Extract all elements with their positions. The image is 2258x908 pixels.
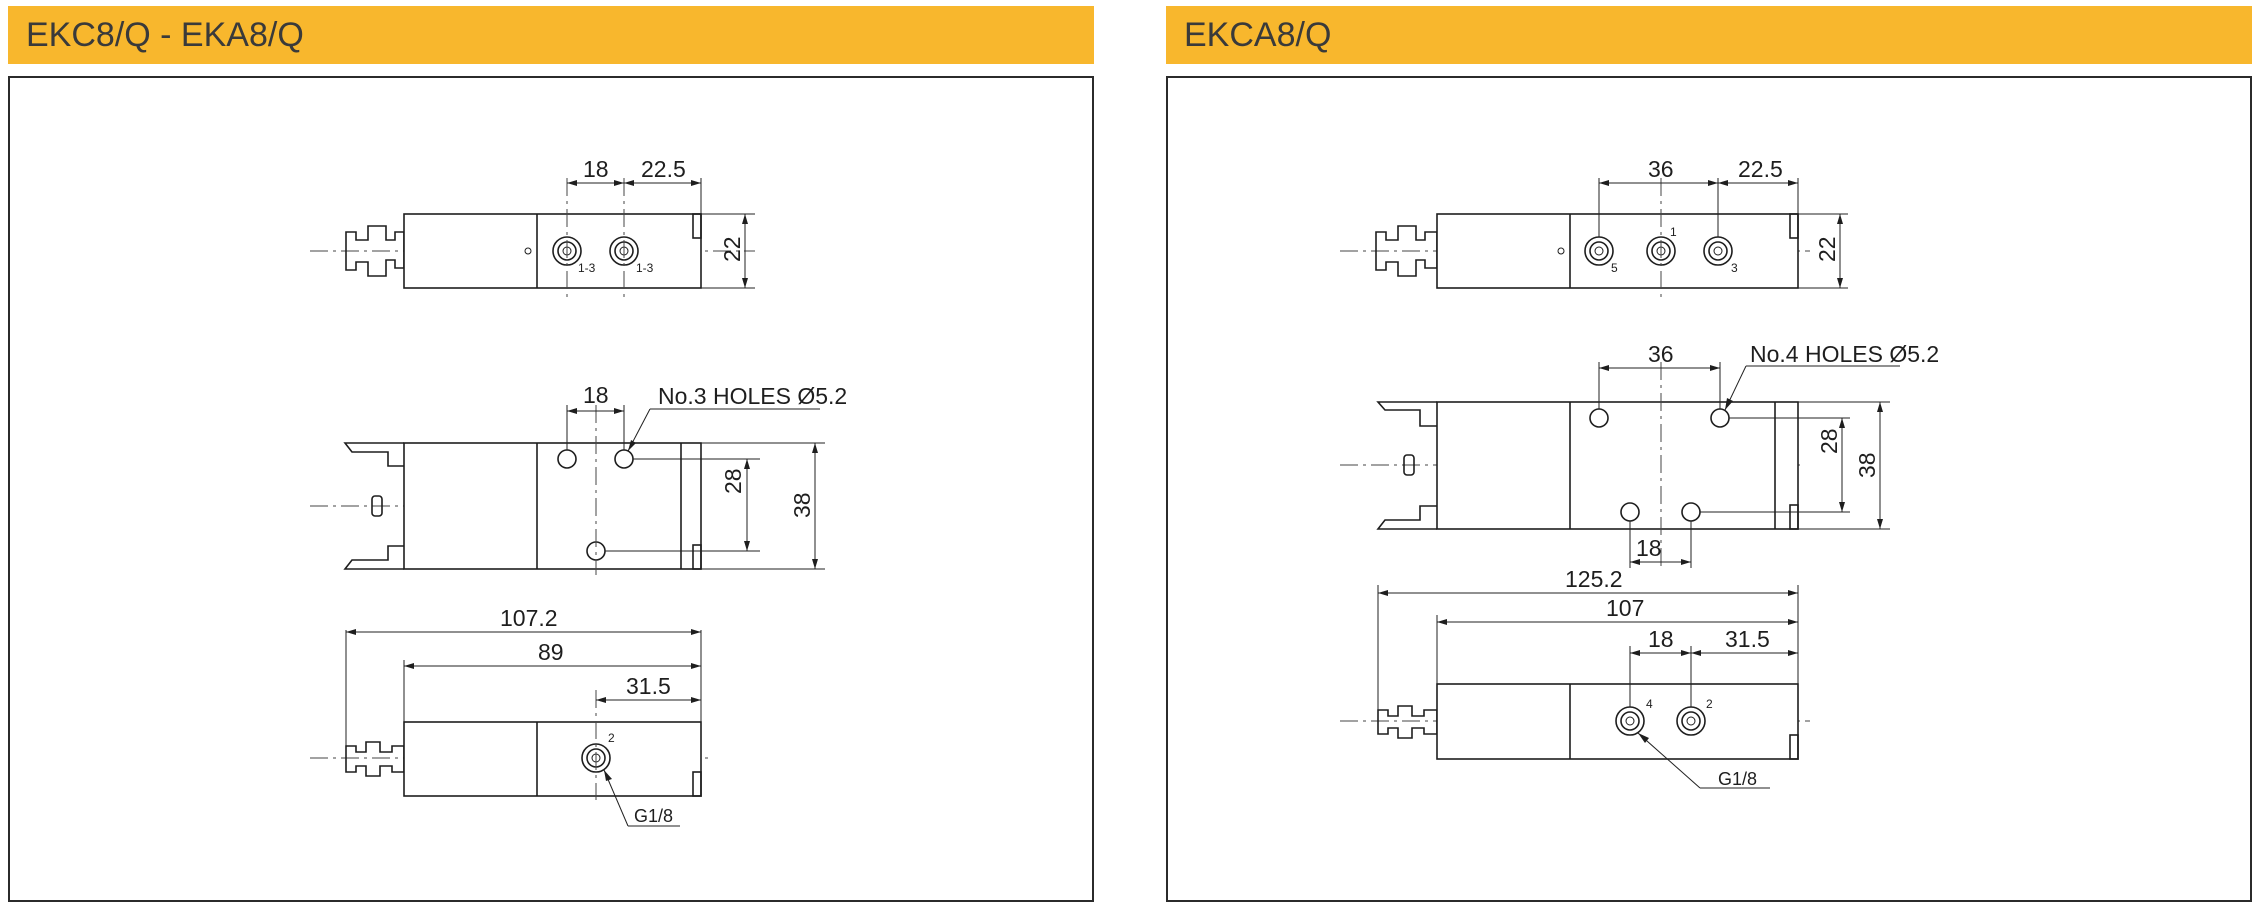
- left-bottom-view: 2 107.2 89 31.5 G1/8: [310, 605, 710, 827]
- left-top-pitch: 18: [583, 156, 609, 182]
- left-top-port-a: 1-3: [578, 261, 596, 275]
- right-mid-pitch: 36: [1648, 341, 1674, 367]
- left-bottom-overall-length: 107.2: [500, 605, 558, 631]
- right-top-pitch: 36: [1648, 156, 1674, 182]
- left-mid-hole-spacing: 28: [720, 468, 746, 494]
- right-top-port-right: 3: [1731, 261, 1738, 275]
- left-bottom-thread: G1/8: [634, 806, 673, 826]
- right-panel-header: EKCA8/Q: [1166, 6, 2252, 64]
- left-bottom-body-length: 89: [538, 639, 564, 665]
- right-bottom-overall-length: 125.2: [1565, 566, 1623, 592]
- right-top-view: 5 1 3 36 22.5 22: [1340, 156, 1848, 300]
- right-top-height: 22: [1814, 236, 1840, 262]
- right-top-port-left: 5: [1611, 261, 1618, 275]
- right-mid-holes-note: No.4 HOLES Ø5.2: [1750, 341, 1939, 367]
- left-mid-holes-note: No.3 HOLES Ø5.2: [658, 383, 847, 409]
- right-bottom-port-right: 2: [1706, 697, 1713, 711]
- left-panel-header: EKC8/Q - EKA8/Q: [8, 6, 1094, 64]
- right-mid-view: 36 No.4 HOLES Ø5.2 28 38 18: [1340, 341, 1939, 570]
- right-top-end-offset: 22.5: [1738, 156, 1783, 182]
- left-mid-view: 18 No.3 HOLES Ø5.2 28 38: [310, 382, 847, 575]
- right-bottom-body-length: 107: [1606, 595, 1644, 621]
- right-bottom-pitch: 18: [1648, 626, 1674, 652]
- left-top-port-b: 1-3: [636, 261, 654, 275]
- left-panel-title: EKC8/Q - EKA8/Q: [26, 16, 304, 54]
- right-bottom-view: 4 2 125.2 107 18 31.5 G1/8: [1340, 566, 1810, 789]
- right-mid-lower-pitch: 18: [1636, 535, 1662, 561]
- left-top-end-offset: 22.5: [641, 156, 686, 182]
- right-bottom-port-left: 4: [1646, 697, 1653, 711]
- left-top-view: 1-3 1-3 18 22.5 22: [310, 156, 755, 300]
- right-mid-hole-spacing: 28: [1816, 428, 1842, 454]
- right-top-port-mid: 1: [1670, 225, 1677, 239]
- right-bottom-thread: G1/8: [1718, 769, 1757, 789]
- left-top-height: 22: [719, 236, 745, 262]
- left-mid-pitch: 18: [583, 382, 609, 408]
- right-mid-height: 38: [1854, 452, 1880, 478]
- right-bottom-port-offset: 31.5: [1725, 626, 1770, 652]
- left-mid-height: 38: [789, 492, 815, 518]
- left-bottom-port: 2: [608, 731, 615, 745]
- right-panel-title: EKCA8/Q: [1184, 16, 1332, 54]
- left-bottom-port-offset: 31.5: [626, 673, 671, 699]
